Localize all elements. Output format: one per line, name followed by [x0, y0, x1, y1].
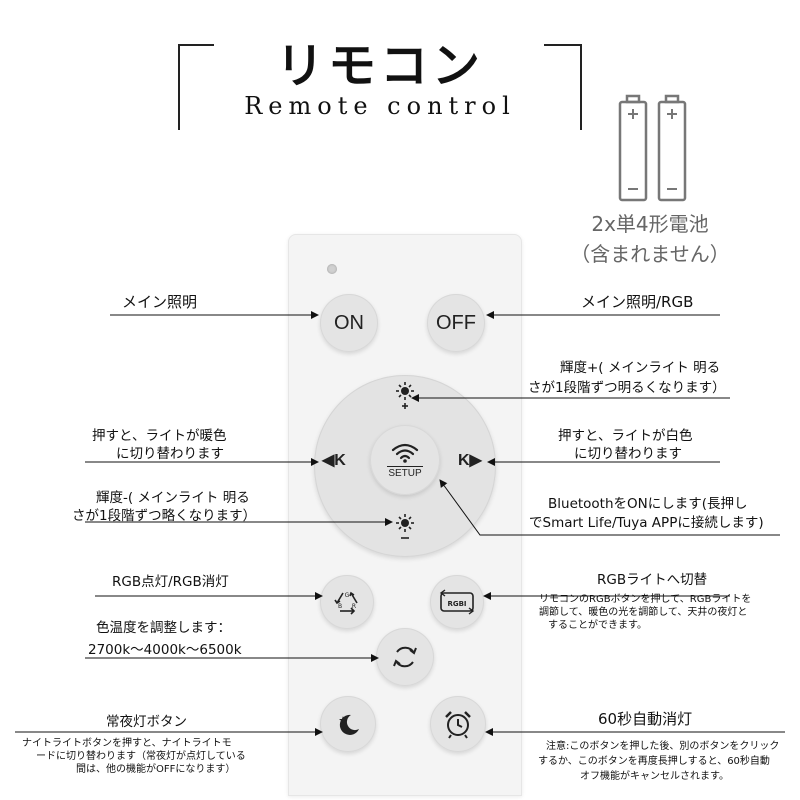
color-temp-button[interactable] — [376, 628, 434, 686]
auto-desc-1: 注意:このボタンを押した後、別のボタンをクリック — [546, 741, 780, 752]
auto-desc-3: オフ機能がキャンセルされます。 — [580, 771, 729, 782]
brightness-up-label-1: 輝度+( メインライト 明る — [560, 360, 721, 376]
brightness-down-icon — [396, 514, 414, 539]
frame-line-left — [178, 44, 180, 130]
setup-underline — [387, 465, 423, 467]
setup-label: SETUP — [388, 467, 422, 479]
auto-off-button[interactable] — [430, 696, 486, 752]
svg-text:RGBI: RGBI — [447, 600, 466, 608]
battery-icon — [612, 94, 692, 204]
alarm-clock-icon — [445, 711, 471, 739]
bluetooth-label-1: BluetoothをONにします(長押し — [548, 496, 748, 512]
on-button[interactable]: ON — [320, 294, 378, 352]
warm-label-1: 押すと、ライトが暖色 — [92, 428, 227, 444]
rgb-switch-label: RGBライトへ切替 — [597, 572, 708, 588]
off-button-label: OFF — [436, 311, 476, 334]
night-desc-3: 間は、他の機能がOFFになります） — [76, 764, 236, 775]
rgb-recycle-icon: G B R — [334, 591, 358, 615]
auto-desc-2: するか、このボタンを再度長押しすると、60秒自動 — [538, 756, 770, 767]
auto-off-label: 60秒自動消灯 — [598, 710, 693, 728]
color-temp-label-2: 2700k～4000k～6500k — [88, 642, 242, 658]
frame-line-right — [580, 44, 582, 130]
refresh-icon — [393, 646, 417, 668]
warm-label-2: に切り替わります — [116, 446, 224, 462]
rgb-toggle-label: RGB点灯/RGB消灯 — [112, 574, 229, 590]
night-desc-1: ナイトライトボタンを押すと、ナイトライトモ — [22, 738, 232, 749]
brightness-down-label-1: 輝度-( メインライト 明る — [96, 490, 250, 506]
night-light-label: 常夜灯ボタン — [106, 714, 187, 730]
indicator-led — [327, 264, 337, 274]
night-light-button[interactable] — [320, 696, 376, 752]
brightness-up-button[interactable] — [388, 378, 422, 412]
svg-text:G: G — [345, 592, 350, 599]
svg-text:B: B — [338, 603, 342, 610]
main-light-rgb-label: メイン照明/RGB — [581, 293, 694, 311]
main-light-label: メイン照明 — [122, 293, 198, 311]
battery-caption: 2x単4形電池 — [591, 212, 709, 236]
brightness-down-label-2: さが1段階ずつ略くなります） — [72, 508, 257, 524]
bluetooth-label-2: でSmart Life/Tuya APPに接続します) — [529, 515, 764, 531]
on-button-label: ON — [334, 311, 364, 334]
page-title: リモコン — [275, 38, 484, 94]
moon-icon — [339, 714, 359, 735]
rgb-desc-3: することができます。 — [548, 620, 647, 631]
night-desc-2: ードに切り替わります（常夜灯が点灯している — [36, 751, 246, 762]
k-right-button[interactable]: K▶ — [458, 452, 482, 469]
k-left-button[interactable]: ◀K — [322, 452, 346, 469]
rgb-switch-button[interactable]: RGBI — [430, 575, 484, 629]
frame-line-top-right — [544, 44, 582, 46]
page-subtitle: Remote control — [244, 92, 516, 120]
rgb-desc-2: 調節して、暖色の光を調節して、天井の夜灯と — [539, 607, 748, 618]
rgb-toggle-button[interactable]: G B R — [320, 575, 374, 629]
white-label-2: に切り替わります — [574, 446, 682, 462]
setup-button[interactable]: SETUP — [370, 425, 440, 495]
brightness-up-icon — [396, 382, 414, 409]
color-temp-label-1: 色温度を調整します： — [96, 620, 231, 636]
svg-text:R: R — [352, 603, 356, 610]
rgb-cycle-icon: RGBI — [439, 589, 475, 615]
brightness-up-label-2: さが1段階ずつ明るくなります） — [528, 380, 726, 396]
battery-note: （含まれません） — [570, 242, 730, 266]
rgb-desc-1: リモコンのRGBボタンを押して、RGBライトを — [539, 594, 752, 605]
off-button[interactable]: OFF — [427, 294, 485, 352]
brightness-down-button[interactable] — [388, 510, 422, 544]
wifi-icon — [391, 443, 419, 463]
frame-line-top-left — [178, 44, 214, 46]
white-label-1: 押すと、ライトが白色 — [558, 428, 693, 444]
